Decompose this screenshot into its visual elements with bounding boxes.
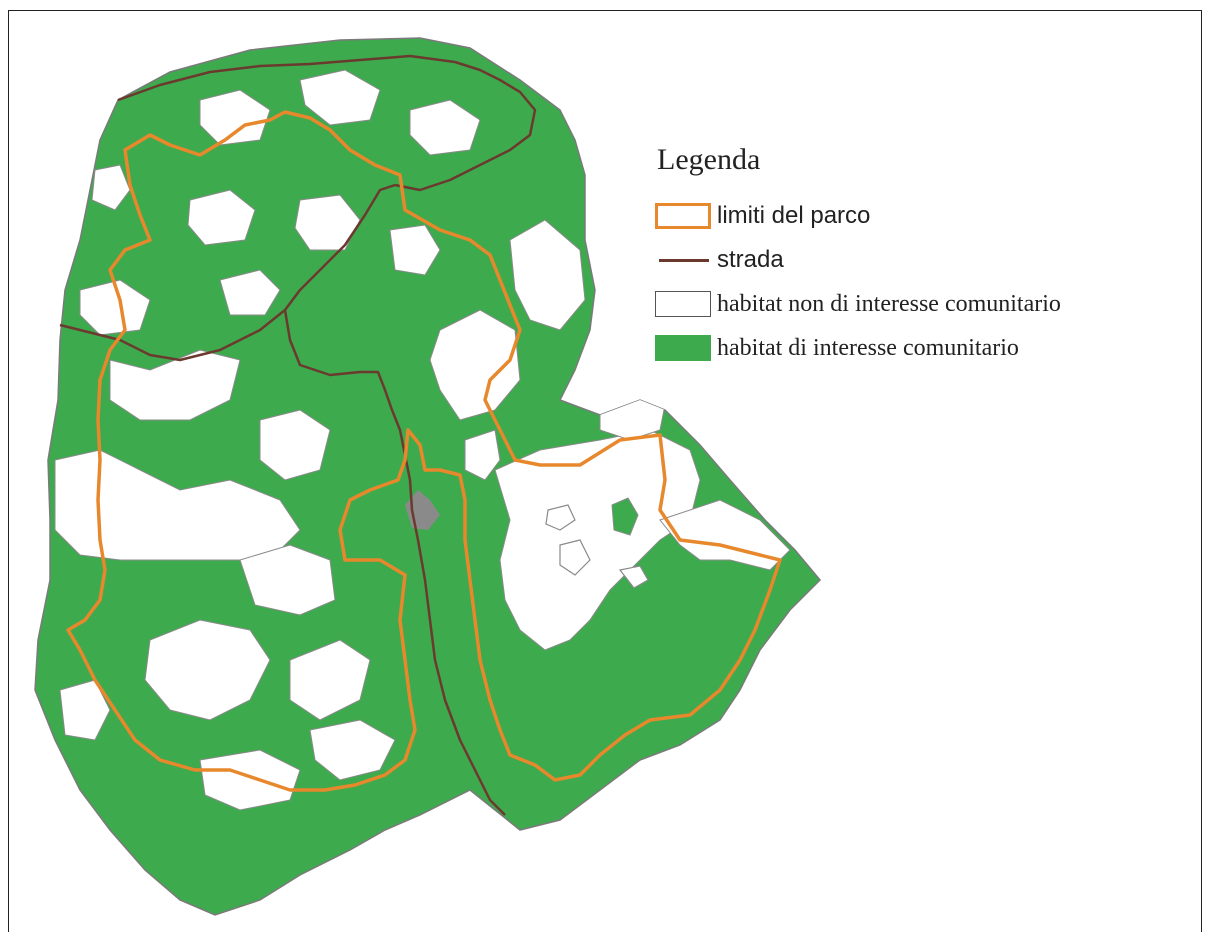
habitat-swatch bbox=[655, 335, 711, 361]
legend-item-non-habitat: habitat non di interesse comunitario bbox=[655, 282, 1195, 326]
non-habitat-areas bbox=[54, 69, 791, 811]
legend-title: Legenda bbox=[657, 143, 761, 176]
park-boundary-swatch bbox=[655, 203, 711, 229]
legend-item-habitat: habitat di interesse comunitario bbox=[655, 326, 1195, 370]
roads bbox=[59, 54, 537, 816]
legend-item-road: strada bbox=[655, 238, 1195, 282]
road-swatch bbox=[655, 247, 711, 273]
legend: Legenda limiti del parco strada habitat … bbox=[655, 140, 1195, 370]
non-habitat-swatch bbox=[655, 291, 711, 317]
legend-label-habitat: habitat di interesse comunitario bbox=[717, 334, 1019, 361]
legend-label-road: strada bbox=[717, 246, 784, 273]
park-boundary bbox=[66, 110, 782, 792]
legend-label-non-habitat: habitat non di interesse comunitario bbox=[717, 290, 1061, 317]
map-frame bbox=[8, 10, 1202, 932]
legend-label-park-boundary: limiti del parco bbox=[717, 202, 871, 229]
legend-item-park-boundary: limiti del parco bbox=[655, 194, 1195, 238]
